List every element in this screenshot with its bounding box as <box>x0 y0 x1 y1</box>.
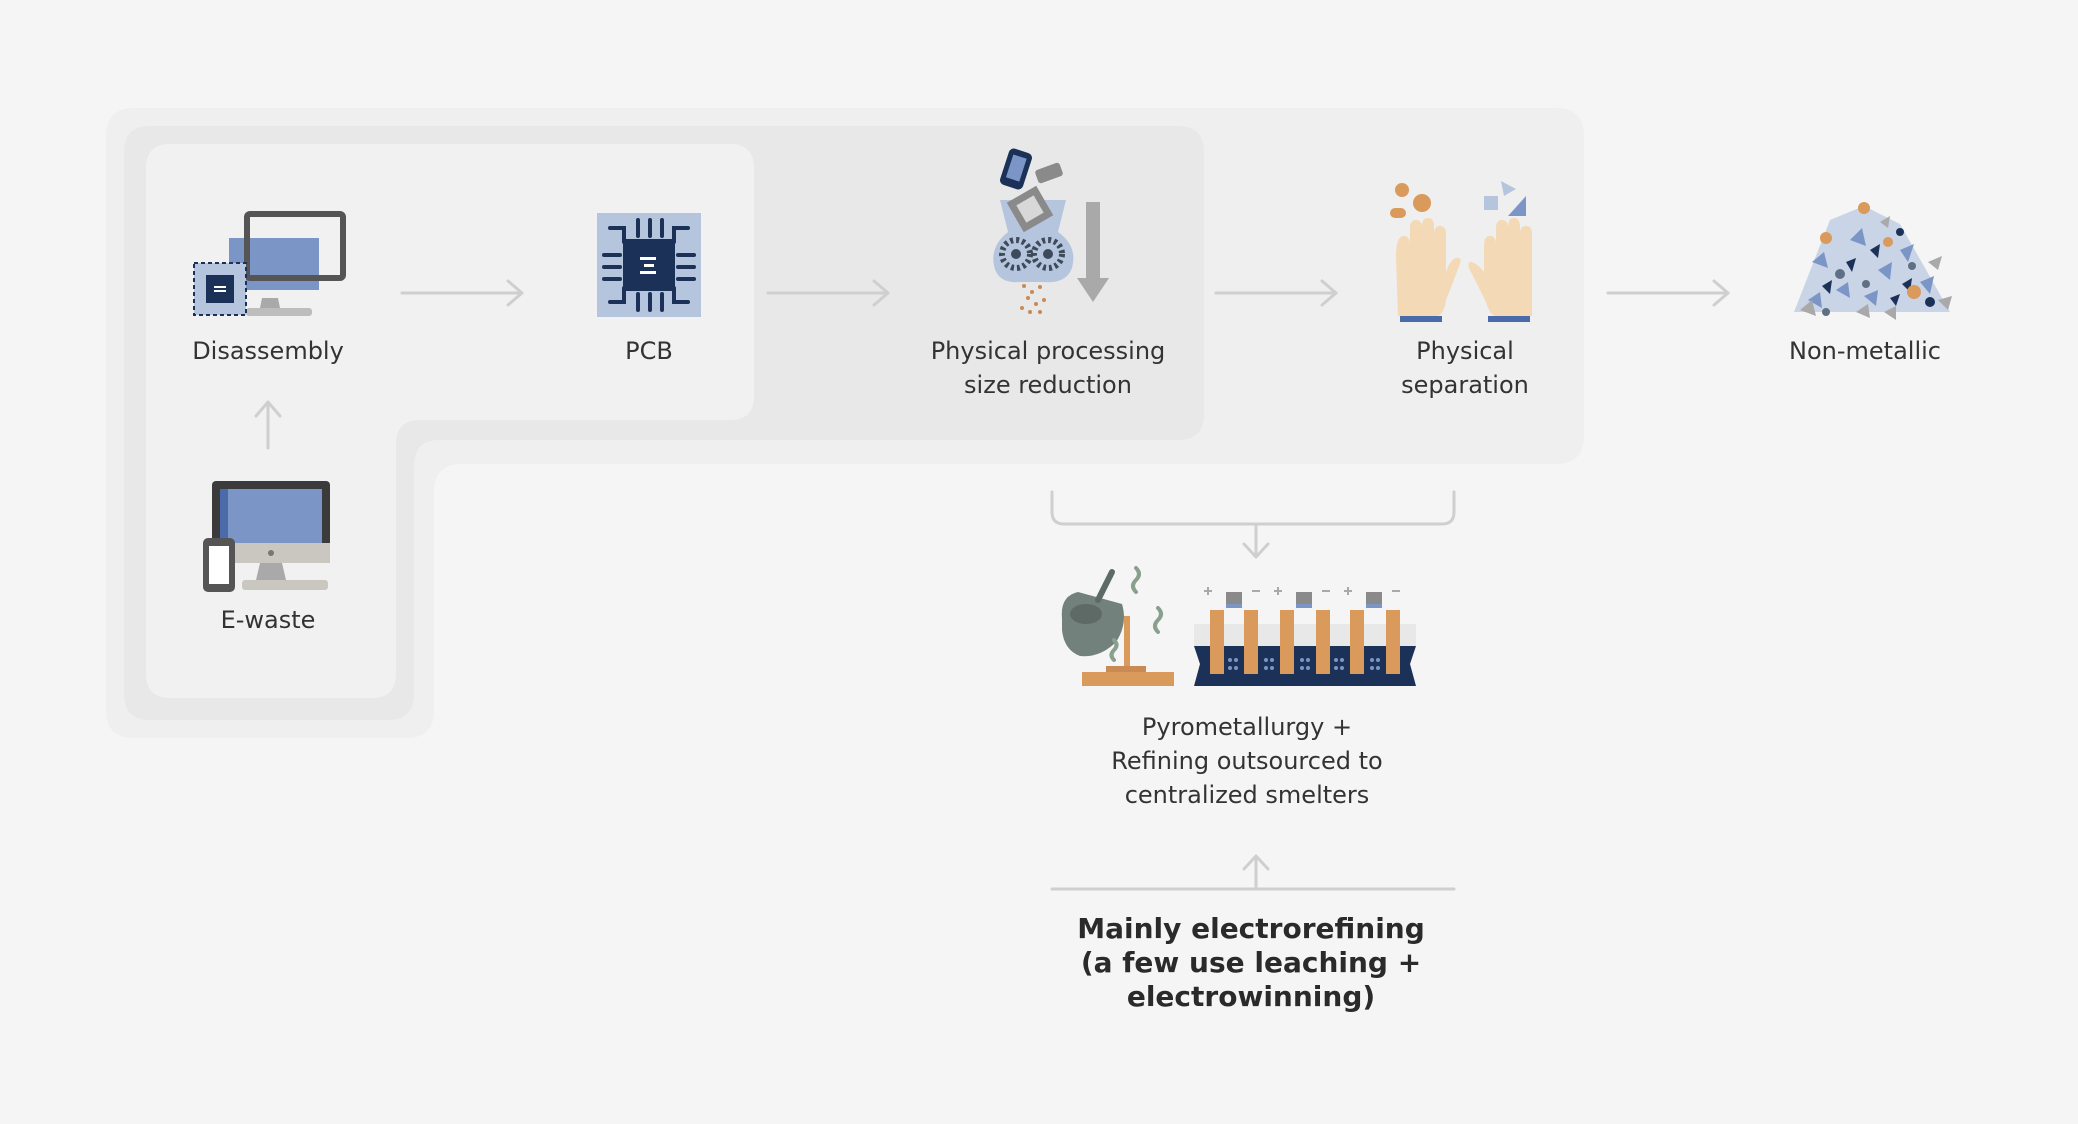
label-pyrometallurgy: Pyrometallurgy + Refining outsourced to … <box>1067 710 1427 812</box>
flow-arrow-processing-separation <box>1214 279 1338 307</box>
electrolysis-tank-icon <box>1194 587 1416 686</box>
label-disassembly: Disassembly <box>192 337 344 365</box>
label-electrorefining: Mainly electrorefining (a few use leachi… <box>1051 912 1451 1014</box>
label-physical-processing: Physical processing size reduction <box>888 334 1208 402</box>
ladle-pouring-icon <box>1061 566 1174 686</box>
computer-with-chip-icon <box>193 211 346 316</box>
label-electrorefining-line2: (a few use leaching + <box>1080 946 1422 979</box>
bracket-to-pyrometallurgy <box>1050 490 1456 559</box>
label-pyrometallurgy-line1: Pyrometallurgy + <box>1141 713 1353 741</box>
label-physical-separation-line1: Physical <box>1416 337 1514 365</box>
shredder-icon <box>993 148 1109 314</box>
monitor-and-phone-icon <box>203 481 330 592</box>
label-physical-separation-line2: separation <box>1401 371 1529 399</box>
label-electrorefining-line1: Mainly electrorefining <box>1077 912 1425 945</box>
label-physical-processing-line1: Physical processing <box>930 337 1166 365</box>
flow-arrow-separation-nonmetallic <box>1606 279 1730 307</box>
flow-arrow-ewaste-disassembly <box>254 400 282 450</box>
label-physical-processing-line2: size reduction <box>964 371 1132 399</box>
circuit-board-icon <box>597 213 701 317</box>
debris-pile-icon <box>1794 202 1952 320</box>
label-pyrometallurgy-line3: centralized smelters <box>1124 781 1370 809</box>
label-e-waste: E-waste <box>220 606 316 634</box>
flow-arrow-pcb-processing <box>766 279 890 307</box>
label-physical-separation: Physical separation <box>1365 334 1565 402</box>
label-pcb: PCB <box>625 337 673 365</box>
label-electrorefining-line3: electrowinning) <box>1126 980 1376 1013</box>
arrow-electrorefining-up <box>1050 854 1456 891</box>
flow-arrow-disassembly-pcb <box>400 279 524 307</box>
label-non-metallic: Non-metallic <box>1789 337 1941 365</box>
hands-sorting-icon <box>1390 181 1532 322</box>
label-pyrometallurgy-line2: Refining outsourced to <box>1111 747 1383 775</box>
